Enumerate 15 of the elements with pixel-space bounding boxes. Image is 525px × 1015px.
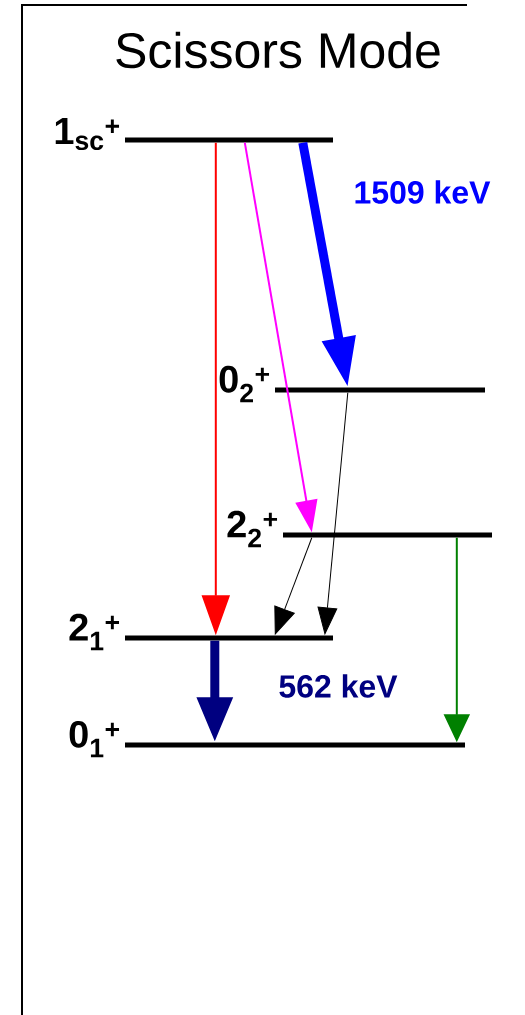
transition-arrow bbox=[274, 537, 313, 635]
node-label: 2$_{1}$+ bbox=[69, 613, 120, 651]
energy-level: 2$_{2}$+ bbox=[227, 510, 492, 548]
energy-level: 1$_{sc}$$^{+}$ bbox=[55, 117, 333, 151]
edge-label: 1509 keV bbox=[352, 179, 492, 205]
node-label: 2$_{2}$+ bbox=[227, 510, 278, 548]
node-label: 0$_{1}$+ bbox=[69, 720, 120, 758]
title: Scissors Mode bbox=[116, 31, 440, 69]
energy-level: 2$_{1}$+ bbox=[69, 613, 333, 651]
transition-arrow bbox=[317, 392, 349, 635]
node-label: 1$_{sc}$$^{+}$ bbox=[55, 117, 120, 151]
edge-label: 562 keV bbox=[277, 673, 399, 699]
node-label: 0$_{2}$+ bbox=[219, 365, 270, 403]
energy-level: 0$_{2}$+ bbox=[219, 365, 485, 403]
energy-level: 0$_{1}$+ bbox=[69, 720, 465, 758]
